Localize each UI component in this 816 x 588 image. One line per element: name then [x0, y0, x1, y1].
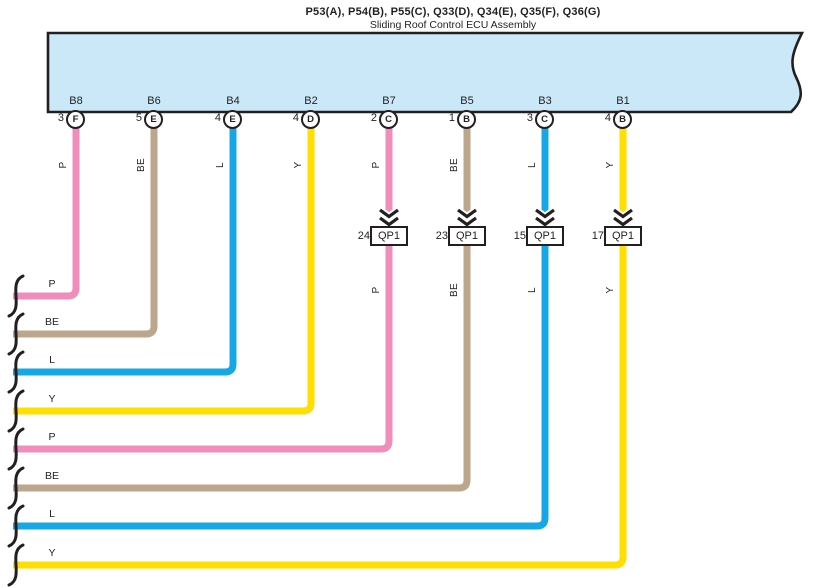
connector-code-circle: E — [144, 110, 163, 129]
wire-color-label: BE — [135, 158, 147, 172]
wire-path — [13, 127, 158, 338]
connector-code-circle: F — [66, 110, 85, 129]
double-chevron-icon — [379, 216, 399, 227]
wire-color-label: L — [526, 287, 538, 293]
terminal-number: 2 — [370, 112, 377, 124]
terminal-number: 4 — [604, 112, 611, 124]
connector-name: B3 — [538, 95, 552, 107]
wire-path — [13, 127, 471, 492]
terminal-number: 4 — [214, 112, 221, 124]
continuation-squiggle-icon — [7, 466, 25, 510]
continuation-squiggle-icon — [7, 427, 25, 471]
wire-color-label: Y — [48, 393, 56, 405]
wire-color-label: L — [214, 162, 226, 168]
connector-name: B6 — [147, 95, 161, 107]
connector-code-circle: E — [223, 110, 242, 129]
junction-terminal-number: 24 — [357, 230, 370, 242]
connector-name: B4 — [226, 95, 240, 107]
junction-terminal-number: 15 — [513, 230, 526, 242]
diagram-subtitle: Sliding Roof Control ECU Assembly — [369, 19, 537, 31]
wire-path — [13, 127, 80, 300]
double-chevron-icon — [457, 216, 477, 227]
wire-color-label: P — [370, 286, 382, 294]
connector-name: B5 — [460, 95, 474, 107]
junction-connector-box: QP1 — [448, 226, 486, 246]
double-chevron-icon — [535, 216, 555, 227]
diagram-title: P53(A), P54(B), P55(C), Q33(D), Q34(E), … — [305, 6, 601, 18]
wire-path — [13, 127, 549, 530]
junction-chevrons — [377, 207, 635, 229]
wire-color-label: BE — [448, 283, 460, 297]
wire-color-label: P — [48, 278, 56, 290]
junction-connector-box: QP1 — [370, 226, 408, 246]
wire-color-label: P — [57, 161, 69, 169]
terminal-number: 5 — [135, 112, 142, 124]
connector-name: B2 — [304, 95, 318, 107]
double-chevron-icon — [535, 208, 555, 219]
ecu-assembly-box — [46, 31, 805, 114]
continuation-squiggle-icon — [7, 504, 25, 548]
continuation-squiggle-icon — [7, 312, 25, 356]
wire-color-label: L — [49, 354, 55, 366]
double-chevron-icon — [379, 208, 399, 219]
connector-code-circle: D — [301, 110, 320, 129]
connector-code-circle: B — [613, 110, 632, 129]
junction-terminal-number: 23 — [435, 230, 448, 242]
wire-path — [13, 127, 237, 376]
wire-color-label: BE — [44, 316, 59, 328]
double-chevron-icon — [613, 208, 633, 219]
junction-connector-box: QP1 — [604, 226, 642, 246]
double-chevron-icon — [613, 216, 633, 227]
wire-color-label: L — [49, 508, 55, 520]
continuation-squiggle-icon — [7, 274, 25, 318]
wire-color-label: Y — [604, 161, 616, 169]
junction-connector-box: QP1 — [526, 226, 564, 246]
junction-terminal-number: 17 — [591, 230, 604, 242]
continuation-squiggle-icon — [7, 350, 25, 394]
connector-code-circle: B — [457, 110, 476, 129]
wire-color-label: BE — [44, 470, 59, 482]
terminal-number: 4 — [292, 112, 299, 124]
wire-color-label: L — [526, 162, 538, 168]
wire-path — [13, 127, 627, 569]
double-chevron-icon — [457, 208, 477, 219]
wire-path — [13, 127, 315, 415]
connector-name: B8 — [69, 95, 83, 107]
terminal-number: 3 — [57, 112, 64, 124]
continuation-squiggle-icon — [7, 389, 25, 433]
connector-name: B7 — [382, 95, 396, 107]
wire-path — [13, 127, 393, 453]
terminal-number: 1 — [448, 112, 455, 124]
wire-color-label: Y — [292, 161, 304, 169]
connector-code-circle: C — [379, 110, 398, 129]
connector-code-circle: C — [535, 110, 554, 129]
continuation-squiggle-icon — [7, 543, 25, 587]
wire-color-label: Y — [604, 286, 616, 294]
terminal-number: 3 — [526, 112, 533, 124]
wire-color-label: BE — [448, 158, 460, 172]
wire-color-label: Y — [48, 547, 56, 559]
wire-color-label: P — [370, 161, 382, 169]
connector-name: B1 — [616, 95, 630, 107]
wire-color-label: P — [48, 431, 56, 443]
